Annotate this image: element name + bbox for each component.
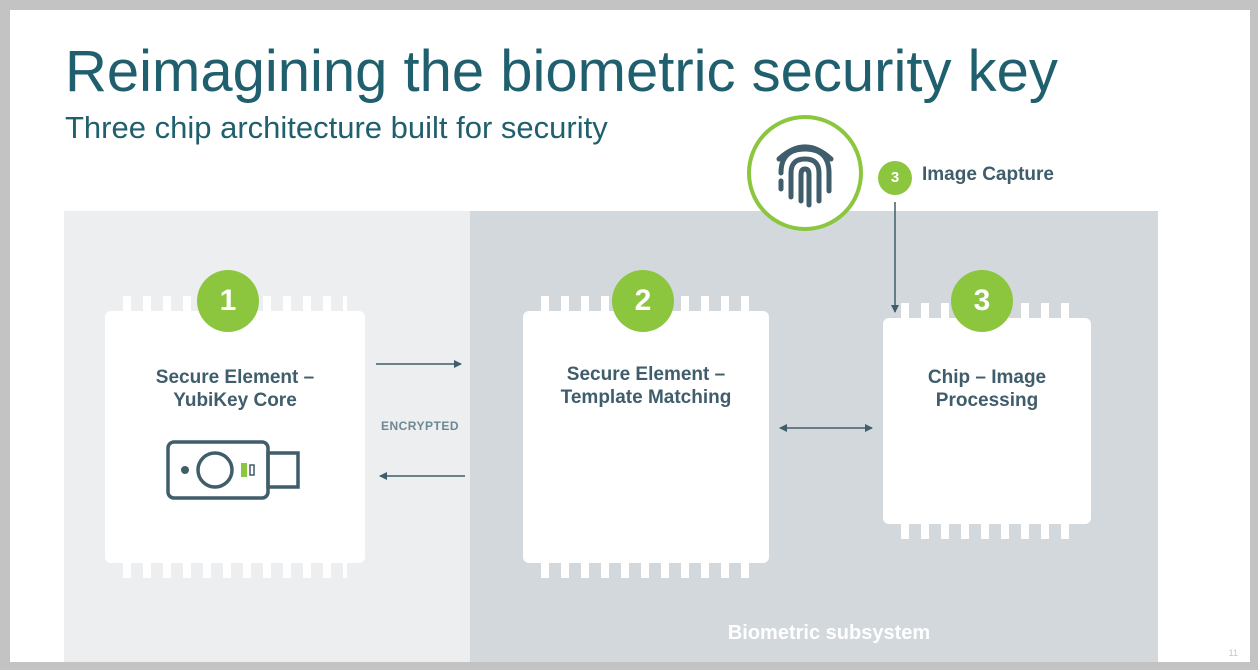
page-number: 11: [1228, 648, 1238, 658]
chip-pins-bottom: [901, 523, 1073, 539]
chip-secure-element-core: Secure Element – YubiKey Core: [105, 296, 365, 578]
encrypted-label: ENCRYPTED: [380, 419, 460, 433]
slide: Reimagining the biometric security key T…: [10, 10, 1250, 662]
chip-3-badge: 3: [951, 270, 1013, 332]
slide-subtitle: Three chip architecture built for securi…: [65, 110, 608, 145]
yubikey-icon: [166, 440, 300, 500]
capture-step-badge: 3: [878, 161, 912, 195]
chip-1-badge: 1: [197, 270, 259, 332]
chip-label: Secure Element – YubiKey Core: [155, 367, 315, 411]
slide-title: Reimagining the biometric security key: [65, 39, 1058, 104]
chip-pins-bottom: [541, 562, 751, 578]
fingerprint-icon: [776, 144, 834, 208]
image-capture-label: Image Capture: [922, 164, 1054, 185]
chip-label: Chip – Image Processing: [927, 367, 1047, 411]
fingerprint-sensor: [747, 115, 863, 231]
chip-pins-bottom: [123, 562, 347, 578]
connector-arrows: [376, 202, 899, 480]
biometric-subsystem-label: Biometric subsystem: [727, 622, 931, 644]
chip-2-badge: 2: [612, 270, 674, 332]
chip-secure-element-matching: Secure Element – Template Matching: [523, 296, 769, 578]
chip-label: Secure Element – Template Matching: [560, 364, 732, 408]
